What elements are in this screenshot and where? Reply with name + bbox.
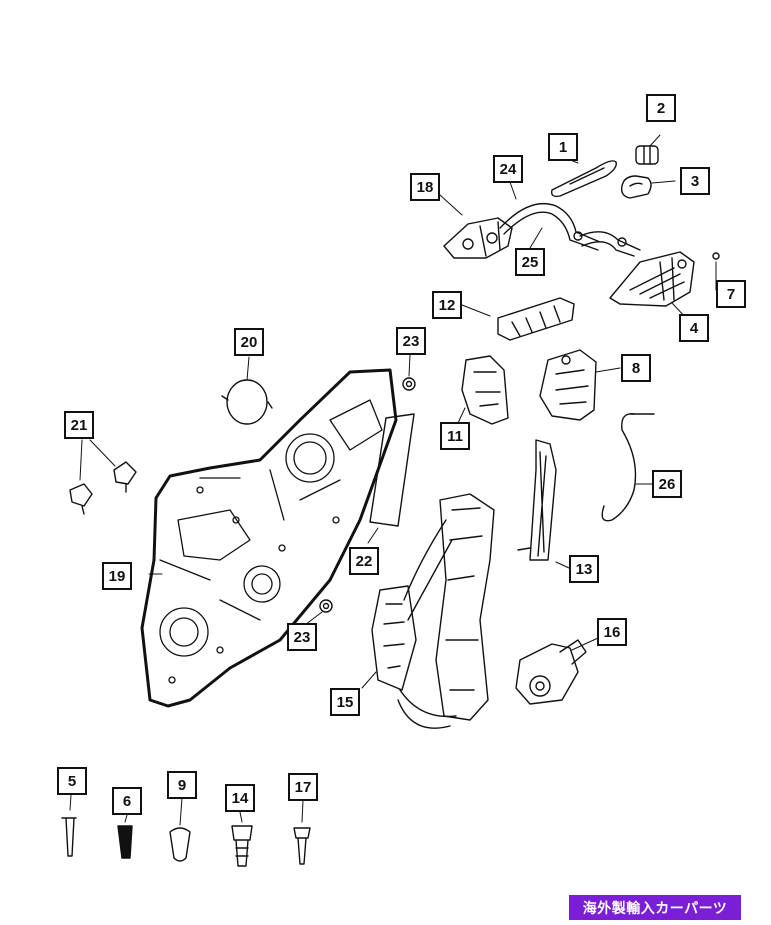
door-latch xyxy=(609,251,695,307)
callout-13: 13 xyxy=(569,555,599,583)
callout-8: 8 xyxy=(621,354,651,382)
screw-5 xyxy=(61,817,77,857)
callout-11: 11 xyxy=(440,422,470,450)
callout-21: 21 xyxy=(64,411,94,439)
callout-23-upper: 23 xyxy=(396,327,426,355)
callout-23-lower: 23 xyxy=(287,623,317,651)
window-regulator xyxy=(371,493,495,729)
brand-badge: 海外製輸入カーパーツ xyxy=(569,895,741,920)
callout-5: 5 xyxy=(57,767,87,795)
callout-19: 19 xyxy=(102,562,132,590)
callout-22: 22 xyxy=(349,547,379,575)
glass-run-channel xyxy=(517,439,557,561)
handle-bezel xyxy=(620,175,652,199)
screw-6 xyxy=(117,825,133,859)
bolt-14 xyxy=(231,825,253,867)
inside-door-handle xyxy=(461,355,509,425)
callout-25: 25 xyxy=(515,248,545,276)
callout-26: 26 xyxy=(652,470,682,498)
door-module-carrier xyxy=(140,368,398,708)
handle-cables xyxy=(499,202,641,257)
window-motor xyxy=(515,639,587,705)
clip-lower xyxy=(319,599,333,613)
rear-latch-assembly xyxy=(539,349,597,421)
callout-1: 1 xyxy=(548,133,578,161)
latch-screw xyxy=(712,252,720,260)
handle-cap xyxy=(635,145,659,165)
callout-20: 20 xyxy=(234,328,264,356)
clip-upper xyxy=(402,377,416,391)
callout-6: 6 xyxy=(112,787,142,815)
callout-24: 24 xyxy=(493,155,523,183)
access-plug xyxy=(221,379,273,425)
callout-18: 18 xyxy=(410,173,440,201)
clip-9 xyxy=(169,827,191,862)
callout-7: 7 xyxy=(716,280,746,308)
push-pin-clips xyxy=(69,461,137,515)
watershield-strip xyxy=(369,413,415,527)
callout-2: 2 xyxy=(646,94,676,122)
callout-14: 14 xyxy=(225,784,255,812)
inside-handle-bracket xyxy=(497,297,575,341)
callout-17: 17 xyxy=(288,773,318,801)
callout-16: 16 xyxy=(597,618,627,646)
leader-lines xyxy=(69,134,717,826)
screw-17 xyxy=(293,827,311,865)
handle-carrier xyxy=(443,217,513,259)
outside-door-handle xyxy=(550,160,617,198)
callout-4: 4 xyxy=(679,314,709,342)
callout-15: 15 xyxy=(330,688,360,716)
callout-12: 12 xyxy=(432,291,462,319)
callout-3: 3 xyxy=(680,167,710,195)
callout-9: 9 xyxy=(167,771,197,799)
release-cable xyxy=(601,413,655,522)
